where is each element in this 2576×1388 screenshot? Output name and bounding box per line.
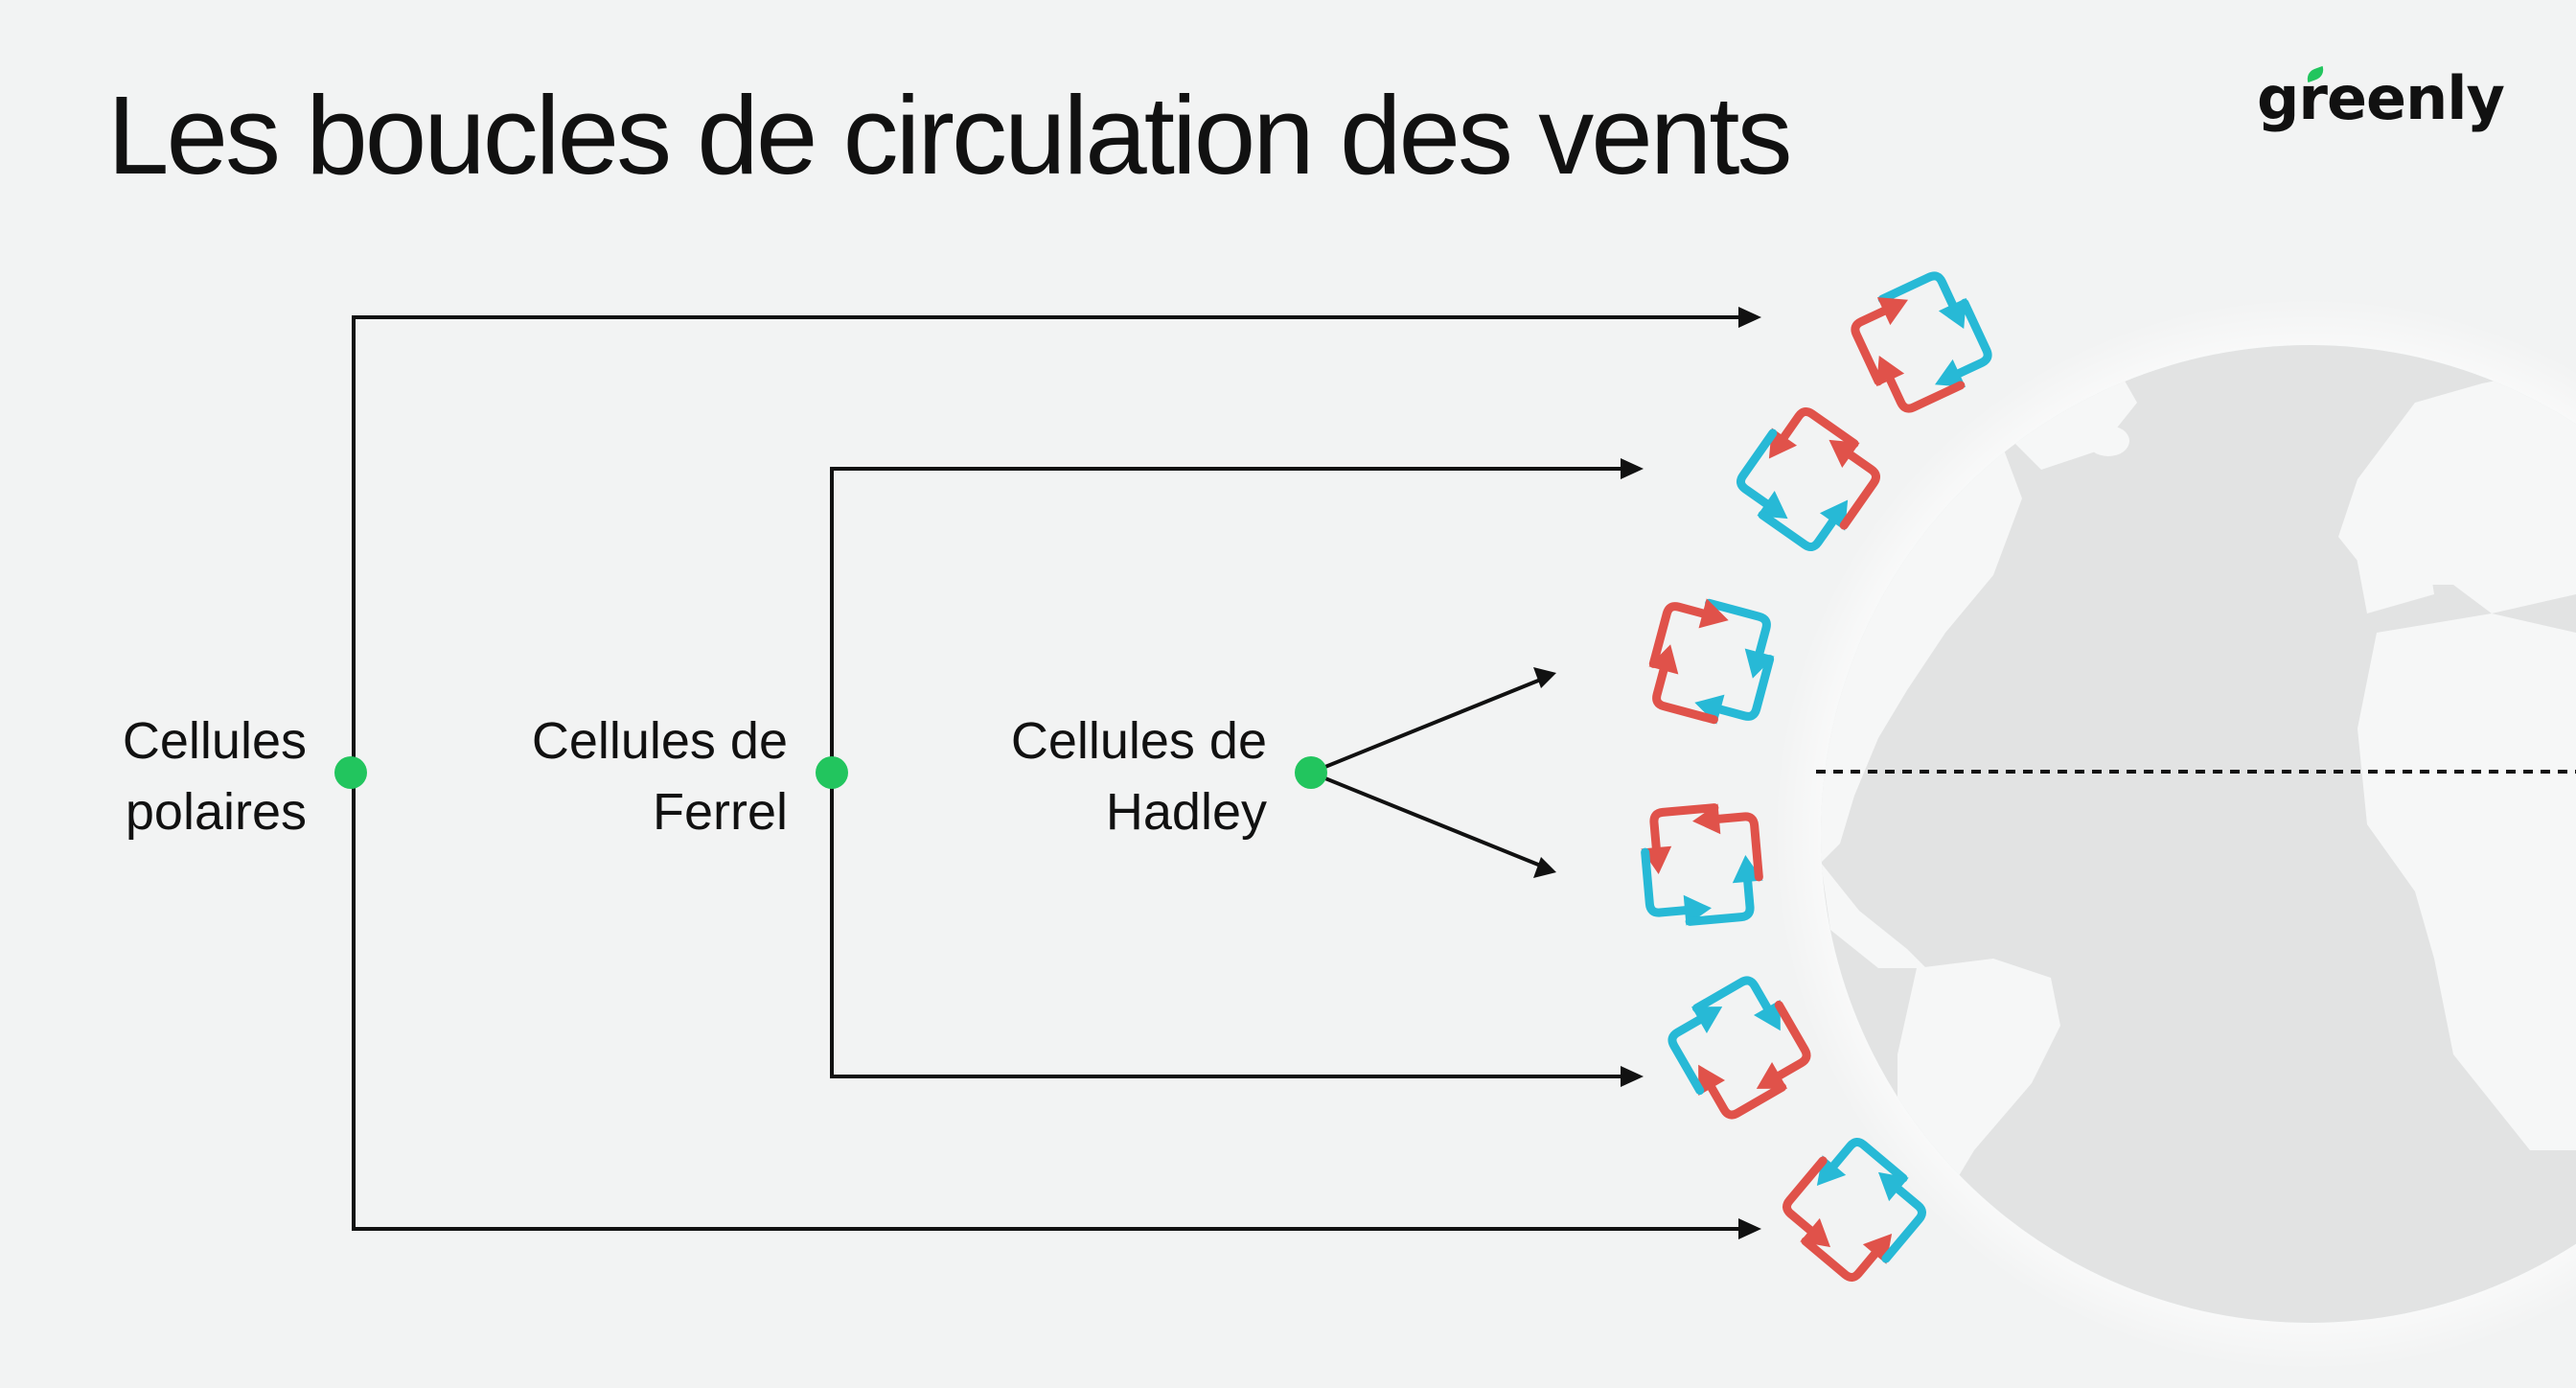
greenly-logo: greenly — [2257, 63, 2505, 133]
hadley-node — [1295, 756, 1327, 789]
arrowhead-icon — [1738, 1218, 1761, 1239]
leaf-icon: r — [2298, 63, 2328, 133]
loop-icon-polar-north — [1843, 264, 2001, 422]
loop-icon-ferrel-south — [1658, 966, 1820, 1128]
label-ferrel-cells: Cellules de Ferrel — [531, 712, 788, 841]
label-polar-cells: Cellules polaires — [122, 712, 307, 841]
arrowhead-icon — [1738, 307, 1761, 328]
arrowhead-icon — [1533, 857, 1556, 878]
arrowhead-icon — [1621, 1066, 1644, 1087]
loop-icon-hadley-south — [1638, 800, 1766, 929]
arrowhead-icon — [1621, 458, 1644, 479]
page-title: Les boucles de circulation des vents — [107, 73, 1793, 197]
ferrel-node — [816, 756, 848, 789]
arrowhead-icon — [1533, 667, 1556, 688]
hadley-connector — [1310, 677, 1544, 868]
label-hadley-cells: Cellules de Hadley — [1010, 712, 1267, 841]
loop-icon-hadley-north — [1639, 589, 1784, 734]
globe — [1773, 297, 2576, 1371]
polar-node — [334, 756, 367, 789]
